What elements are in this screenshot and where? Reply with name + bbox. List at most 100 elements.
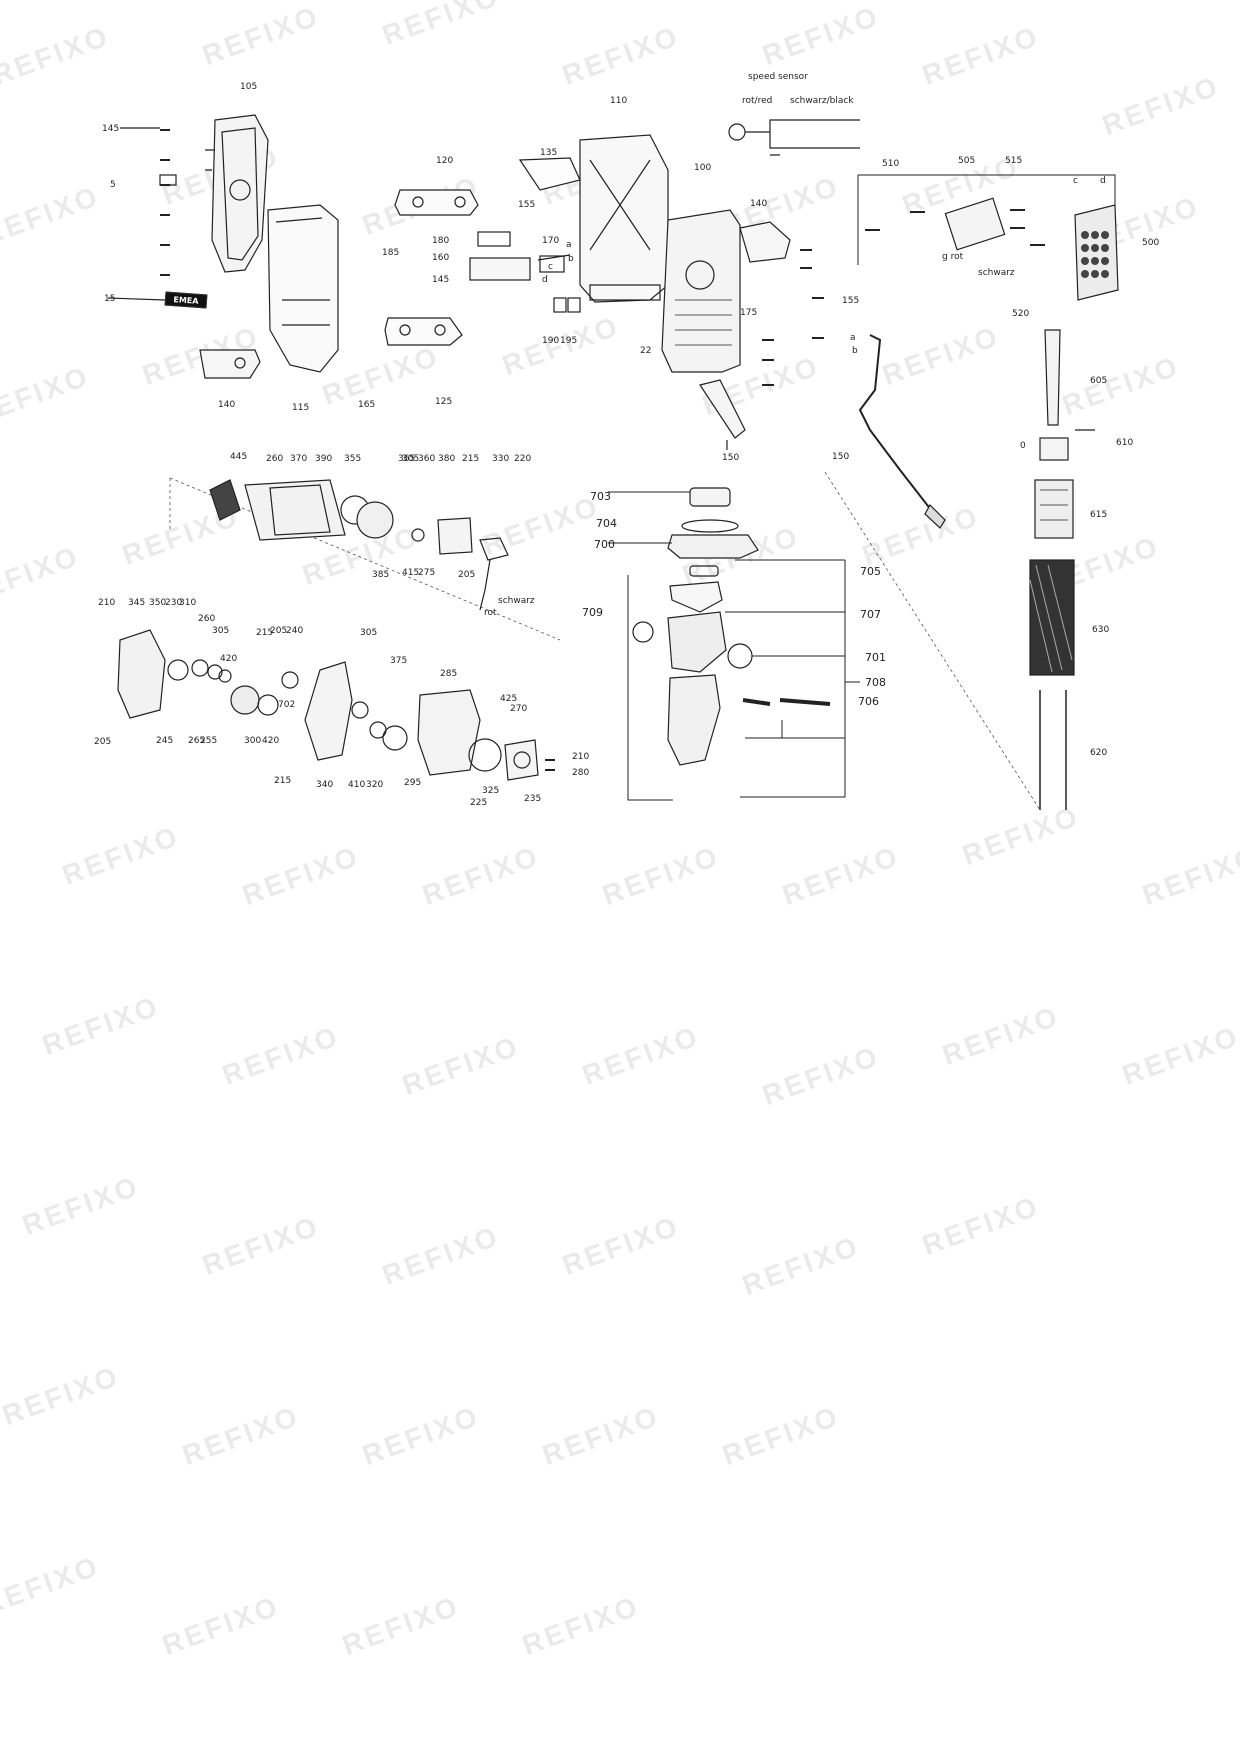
- part-label: 210: [572, 752, 590, 762]
- housing-right-shell: [267, 204, 339, 373]
- part-label: d: [542, 275, 548, 285]
- part-label: 15: [104, 294, 116, 304]
- part-label: 350: [149, 598, 167, 608]
- part-label: 700: [594, 538, 615, 551]
- part-label: 340: [316, 780, 334, 790]
- part-label: 380: [438, 454, 456, 464]
- part-label: 22: [640, 346, 652, 356]
- part-label: 190: [542, 336, 560, 346]
- part-label: 155: [842, 296, 860, 306]
- cable-clamp-upper: [394, 189, 479, 216]
- part-label: 185: [382, 248, 400, 258]
- part-label: 165: [358, 400, 376, 410]
- part-label: 205: [270, 626, 288, 636]
- part-label: 220: [514, 454, 532, 464]
- part-label: 345: [128, 598, 146, 608]
- part-label: 175: [740, 308, 758, 318]
- part-label: 215: [274, 776, 292, 786]
- part-label: 420: [220, 654, 238, 664]
- part-label: 240: [286, 626, 304, 636]
- part-label: 300: [244, 736, 262, 746]
- part-label: 355: [344, 454, 362, 464]
- housing-left-shell: [205, 114, 269, 273]
- part-label: 305: [212, 626, 230, 636]
- switch-module: [469, 231, 571, 281]
- part-label: 105: [240, 82, 258, 92]
- part-label: 140: [750, 199, 768, 209]
- part-label: 205: [458, 570, 476, 580]
- part-label: 145: [102, 124, 120, 134]
- part-label: 150: [722, 453, 740, 463]
- part-label: 210: [98, 598, 116, 608]
- part-label: 235: [524, 794, 542, 804]
- hose-nozzle: [699, 379, 746, 450]
- part-label: 415: [402, 568, 420, 578]
- drill-rod-assembly: [1029, 329, 1095, 810]
- part-label: 310: [179, 598, 197, 608]
- part-label: 135: [540, 148, 558, 158]
- part-label: 425: [500, 694, 518, 704]
- part-label: 280: [572, 768, 590, 778]
- part-label: 360: [418, 454, 436, 464]
- region-badge: EMEA: [164, 291, 208, 309]
- leader-lines-left: [107, 127, 166, 301]
- part-label: 705: [860, 565, 881, 578]
- cable-clamp-lower: [384, 317, 463, 346]
- part-label: 275: [418, 568, 436, 578]
- part-label: 707: [860, 608, 881, 621]
- chuck-leaders: [608, 491, 860, 801]
- wire-note: speed sensor: [748, 72, 808, 82]
- part-label: 260: [266, 454, 284, 464]
- part-label: 615: [1090, 510, 1108, 520]
- part-label: 370: [290, 454, 308, 464]
- chuck-group: [632, 487, 831, 766]
- brush-holder: [539, 255, 581, 313]
- part-label: 510: [882, 159, 900, 169]
- part-label: 709: [582, 606, 603, 619]
- part-label: 390: [315, 454, 333, 464]
- part-label: 295: [404, 778, 422, 788]
- screw-set-left: [159, 129, 177, 276]
- part-label: b: [568, 254, 574, 264]
- wire-note: rot/red: [742, 96, 773, 106]
- part-label: 0: [1020, 441, 1026, 451]
- part-label: 215: [462, 454, 480, 464]
- dashed-connectors: [169, 471, 1041, 811]
- part-label: 225: [470, 798, 488, 808]
- wire-note: schwarz: [978, 268, 1015, 278]
- rear-handle-bottom: [199, 349, 261, 379]
- gear-housing-plate: [661, 209, 741, 373]
- part-label: 630: [1092, 625, 1110, 635]
- part-label: 610: [1116, 438, 1134, 448]
- side-handle: [739, 221, 791, 263]
- part-label: 155: [518, 200, 536, 210]
- part-label: 160: [432, 253, 450, 263]
- part-label: 365: [398, 454, 416, 464]
- wire-note: schwarz: [498, 596, 535, 606]
- part-label: 230: [165, 598, 183, 608]
- part-label: 215: [256, 628, 274, 638]
- part-label: 255: [200, 736, 218, 746]
- part-label: 500: [1142, 238, 1160, 248]
- part-label: 385: [372, 570, 390, 580]
- part-label: a: [850, 333, 856, 343]
- part-label: 320: [366, 780, 384, 790]
- gearbox-group: [117, 629, 555, 781]
- part-label: 703: [590, 490, 611, 503]
- part-label: 5: [110, 180, 116, 190]
- part-label: 100: [694, 163, 712, 173]
- electronics-box: [857, 174, 1119, 301]
- part-label: 270: [510, 704, 528, 714]
- part-label: 708: [865, 676, 886, 689]
- wire-note: schwarz/black: [790, 96, 854, 106]
- part-label: 110: [610, 96, 628, 106]
- part-label: 704: [596, 517, 617, 530]
- part-label: 420: [262, 736, 280, 746]
- speed-sensor-schematic: [728, 119, 860, 156]
- part-label: 330: [492, 454, 510, 464]
- part-label: 410: [348, 780, 366, 790]
- part-label: 170: [542, 236, 560, 246]
- wire-note: g rot: [942, 252, 964, 262]
- part-label: 180: [432, 236, 450, 246]
